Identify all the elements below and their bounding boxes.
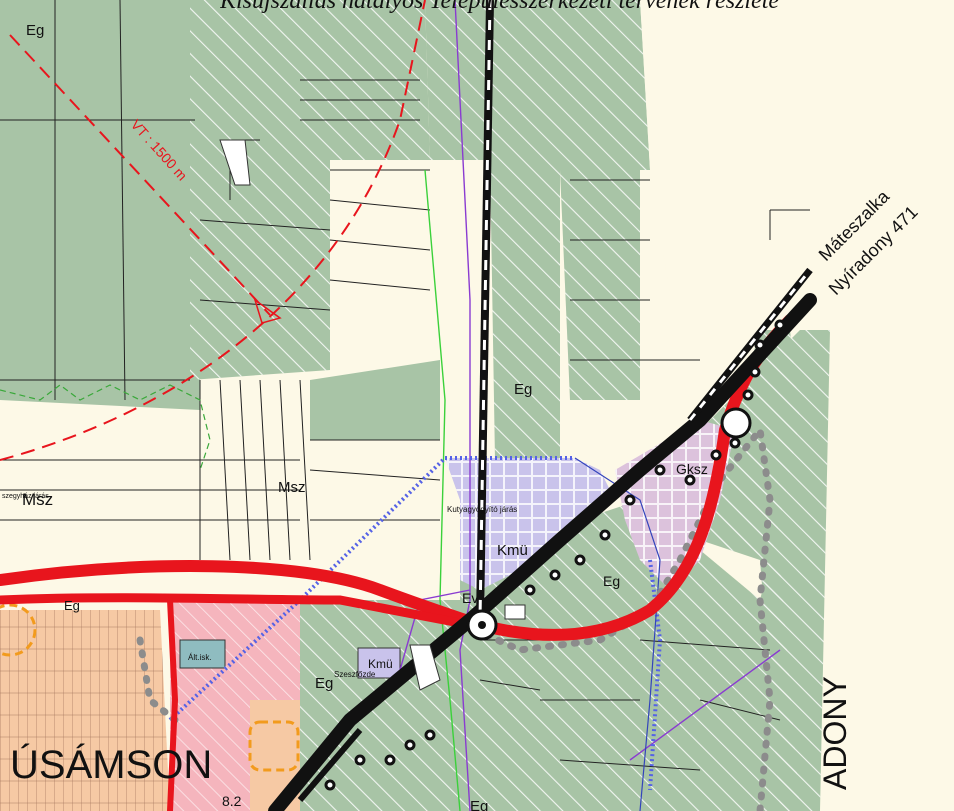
vt-zone [0,0,426,461]
label-nyiradony: ADONY [817,676,853,790]
label-msz-mid: Msz [278,479,306,496]
label-eg-lower: Eg [315,675,333,692]
label-number: 8.2 [222,793,242,809]
label-kmu-text: Kutyagyógyító járás [447,505,517,514]
label-gksz: Gksz [676,461,708,477]
label-school: Ált.isk. [188,653,212,662]
parcel-lines [0,0,810,771]
label-eg-small: Eg [603,573,620,589]
label-kmu-small: Kmü [368,657,393,671]
label-msz-small: szegyház járás [2,493,49,500]
railway [268,0,817,811]
label-szesz: Szeszfőzde [334,670,376,679]
label-eg-mid: Eg [514,381,532,398]
protection-boundary [0,384,211,471]
buildings [219,139,526,691]
label-ev: Ev [462,590,478,606]
label-eg-west: Eg [64,598,80,613]
label-kmu-main: Kmü [497,542,528,559]
label-eg-bottom: Eg [470,798,488,811]
label-town: ÚSÁMSON [10,742,212,787]
kmu-zone [357,458,615,679]
town-area [0,600,300,811]
residential-east [640,0,860,420]
orange-markers [0,603,300,772]
agri-hatch [190,0,830,811]
road-markers [324,319,786,791]
label-eg-top-left: Eg [26,22,44,39]
map-title: Kisújszállás hatályos Településszerkezet… [220,0,780,14]
junction-symbols [466,407,752,641]
label-msz-left: Msz [22,490,53,509]
map-labels: Eg Eg Eg Eg Eg Eg Msz Msz szegyház járás… [2,22,922,811]
purple-line [454,0,471,811]
green-line [424,169,461,811]
